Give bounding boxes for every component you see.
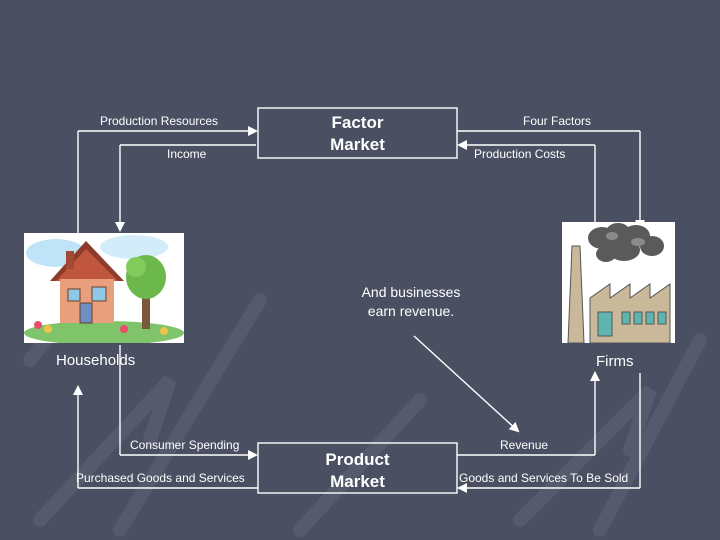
- factor-market-title-line1: Factor: [331, 113, 384, 132]
- income-label: Income: [167, 147, 207, 161]
- household-picture: [24, 233, 184, 345]
- factory-illustration: [562, 222, 675, 344]
- purchased-goods-label: Purchased Goods and Services: [76, 471, 245, 485]
- revenue-note: And businesses earn revenue.: [340, 283, 482, 321]
- factor-market-title: Factor Market: [300, 112, 415, 156]
- goods-to-be-sold-label: Goods and Services To Be Sold: [459, 471, 629, 485]
- house-illustration: [24, 233, 184, 345]
- production-costs-label: Production Costs: [474, 147, 566, 161]
- households-label: Households: [56, 352, 136, 369]
- product-market-title-line1: Product: [325, 450, 390, 469]
- production-resources-label: Production Resources: [100, 114, 219, 128]
- consumer-spending-label: Consumer Spending: [130, 438, 240, 452]
- revenue-note-line1: And businesses: [361, 284, 461, 300]
- factor-market-title-line2: Market: [330, 135, 385, 154]
- firm-picture: [562, 222, 675, 344]
- product-market-title: Product Market: [300, 449, 415, 493]
- product-market-title-line2: Market: [330, 472, 385, 491]
- revenue-label: Revenue: [500, 438, 549, 452]
- revenue-note-line2: earn revenue.: [367, 303, 455, 319]
- firms-label: Firms: [596, 353, 634, 370]
- four-factors-label: Four Factors: [523, 114, 592, 128]
